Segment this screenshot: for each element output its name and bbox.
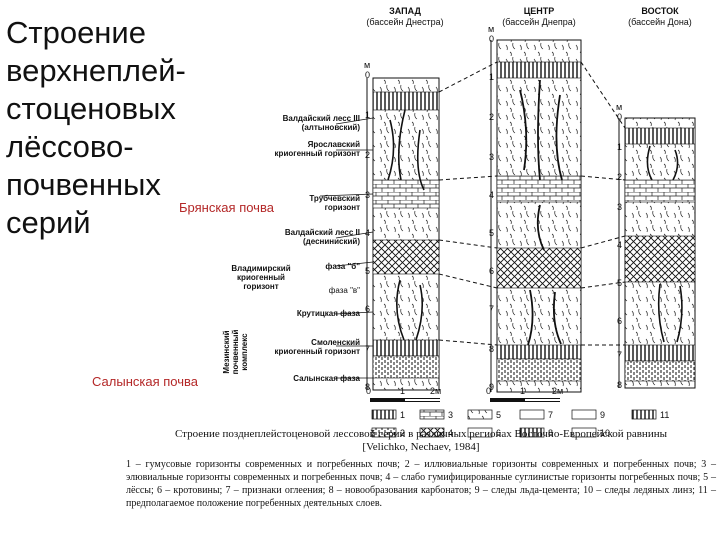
column-name-west: ЗАПАД <box>389 6 421 16</box>
column-name-east: ВОСТОК <box>641 6 679 16</box>
horizon-krutitsa: Крутицкая фаза <box>296 309 360 318</box>
depth-unit-west: м <box>364 60 371 70</box>
depth-tick: 0 <box>617 112 623 122</box>
horizon-phase-v: фаза "в" <box>328 286 360 295</box>
horizon-valdai-ii: Валдайский лесс II (десниниский) <box>240 228 360 246</box>
depth-tick: 5 <box>617 278 623 288</box>
horizon-phase-b: фаза "б" <box>325 262 360 271</box>
depth-tick: 8 <box>489 344 495 354</box>
depth-unit-east: м <box>616 102 623 112</box>
horizon-line: криогенный горизонт <box>274 149 360 158</box>
horizon-line: Трубчевский <box>309 194 360 203</box>
horizon-line: Смоленский <box>311 338 360 347</box>
depth-tick: 3 <box>489 152 495 162</box>
legend-num: 6 <box>496 428 502 438</box>
column-header-east: ВОСТОК (бассейн Дона) <box>610 6 710 28</box>
depth-tick: 5 <box>489 228 495 238</box>
horizon-vladimir: Владимирский криогенный горизонт <box>206 264 316 291</box>
legend-num: 11 <box>660 410 670 420</box>
depth-tick: 6 <box>489 266 495 276</box>
scale-bar <box>370 398 560 402</box>
scale-two: 2м <box>552 386 564 396</box>
legend-num: 9 <box>600 410 606 420</box>
caption-body: 1 – гумусовые горизонты современных и по… <box>126 459 716 509</box>
figure-caption: Строение позднеплейстоценовой лессовой с… <box>126 428 716 510</box>
scale-two: 2м <box>430 386 442 396</box>
depth-tick: 1 <box>617 142 623 152</box>
horizon-line: Ярославский <box>307 140 360 149</box>
scale-zero: 0 <box>366 386 372 396</box>
slide-title: Строение верхнеплей-стоценовых лёссово-п… <box>6 15 186 240</box>
scale-one: 1 <box>400 386 406 396</box>
depth-tick: 3 <box>365 190 371 200</box>
legend-num: 3 <box>448 410 454 420</box>
legend-num: 10 <box>600 428 611 438</box>
depth-tick: 3 <box>617 202 623 212</box>
horizon-line: Валдайский лесс II <box>284 228 360 237</box>
depth-tick: 1 <box>365 110 371 120</box>
horizon-line: (алтыновский) <box>301 123 360 132</box>
depth-tick: 2 <box>617 172 623 182</box>
legend-num: 5 <box>496 410 502 420</box>
caption-title-text: Строение позднеплейстоценовой лессовой с… <box>174 428 667 440</box>
column-center-strata <box>490 39 582 393</box>
horizon-trubchevsky: Трубчевский горизонт <box>240 194 360 212</box>
horizon-line: криогенный <box>237 273 285 282</box>
horizon-line: горизонт <box>324 203 360 212</box>
depth-tick: 1 <box>489 72 495 82</box>
depth-unit-center: м <box>488 24 495 34</box>
correlation-lines <box>438 61 626 346</box>
depth-tick: 6 <box>617 316 623 326</box>
legend-swatches <box>371 409 657 438</box>
horizon-valdai-iii: Валдайский лесс III (алтыновский) <box>240 114 360 132</box>
scale-zero: 0 <box>486 386 492 396</box>
horizon-smolensk: Смоленский криогенный горизонт <box>240 338 360 356</box>
scale-one: 1 <box>520 386 526 396</box>
column-header-center: ЦЕНТР (бассейн Днепра) <box>484 6 594 28</box>
horizon-line: Владимирский <box>231 264 291 273</box>
caption-source: [Velichko, Nechaev, 1984] <box>362 441 480 453</box>
depth-tick: 4 <box>365 228 371 238</box>
column-west-strata <box>366 77 440 391</box>
column-basin-west: (бассейн Днестра) <box>366 17 444 27</box>
horizon-salyn-phase: Салынская фаза <box>293 374 360 383</box>
depth-tick: 0 <box>365 70 371 80</box>
depth-tick: 8 <box>365 382 371 392</box>
legend-num: 1 <box>400 410 406 420</box>
caption-title: Строение позднеплейстоценовой лессовой с… <box>126 428 716 454</box>
legend-num: 4 <box>448 428 454 438</box>
horizon-line: горизонт <box>243 282 279 291</box>
depth-tick: 7 <box>617 350 623 360</box>
depth-tick: 4 <box>617 240 623 250</box>
horizon-leaders <box>319 117 374 379</box>
overlay-label-salyn-soil: Салынская почва <box>90 374 200 389</box>
legend-num: 7 <box>548 410 554 420</box>
depth-tick: 8 <box>617 380 623 390</box>
column-basin-center: (бассейн Днепра) <box>502 17 576 27</box>
legend-num: 2 <box>400 428 406 438</box>
depth-tick: 5 <box>365 266 371 276</box>
depth-tick: 4 <box>489 190 495 200</box>
depth-tick: 7 <box>489 304 495 314</box>
depth-tick: 7 <box>365 344 371 354</box>
horizon-yaroslavsky: Ярославский криогенный горизонт <box>240 140 360 158</box>
depth-tick: 2 <box>489 112 495 122</box>
column-basin-east: (бассейн Дона) <box>628 17 692 27</box>
depth-tick: 6 <box>365 304 371 314</box>
depth-tick: 2 <box>365 150 371 160</box>
column-name-center: ЦЕНТР <box>523 6 555 16</box>
horizon-line: Валдайский лесс III <box>282 114 360 123</box>
overlay-label-bryansk-soil: Брянская почва <box>177 200 276 215</box>
horizon-line: криогенный горизонт <box>274 347 360 356</box>
column-header-west: ЗАПАД (бассейн Днестра) <box>350 6 460 28</box>
column-east-strata <box>618 117 696 389</box>
mezin-complex-label: Мезинский почвенный комплекс <box>222 329 249 375</box>
depth-tick: 0 <box>489 34 495 44</box>
legend-num: 8 <box>548 428 554 438</box>
horizon-line: (десниниский) <box>303 237 360 246</box>
depth-tick: 9 <box>489 382 495 392</box>
